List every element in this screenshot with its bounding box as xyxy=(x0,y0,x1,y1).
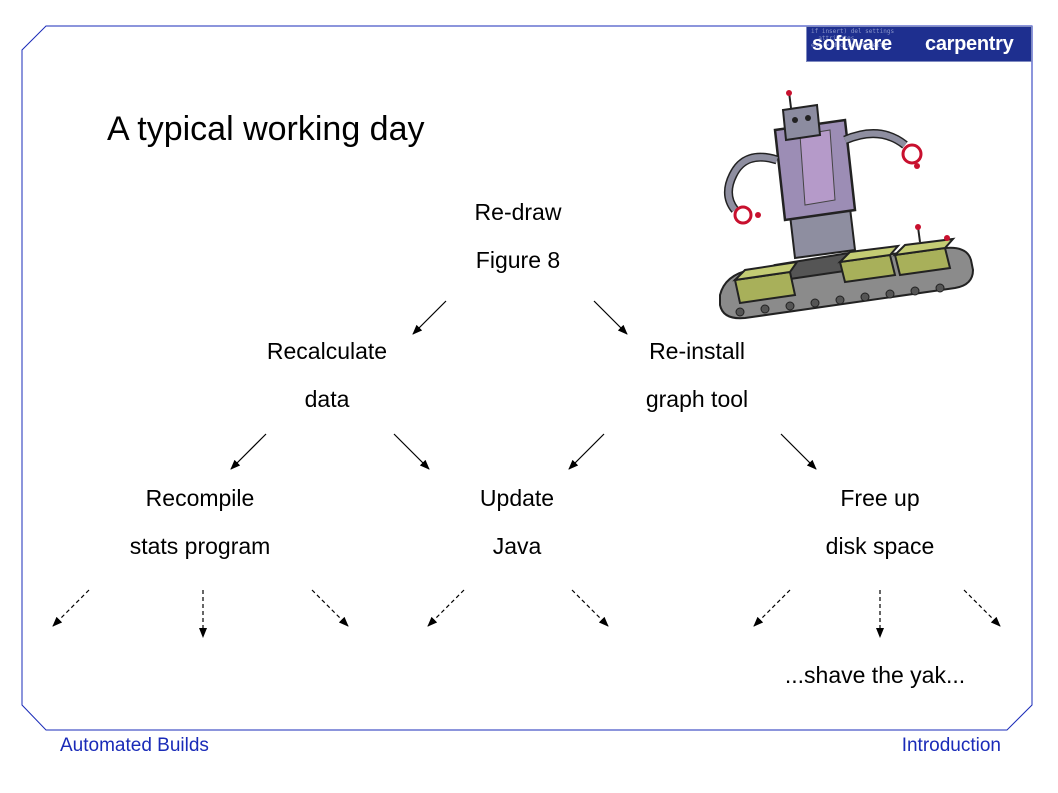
node-update-java: Update Java xyxy=(480,474,554,570)
logo-background-code: if insert) del settings attributes ext =… xyxy=(811,28,895,49)
arrow-dashed xyxy=(311,589,349,627)
software-carpentry-logo: if insert) del settings attributes ext =… xyxy=(806,26,1032,62)
node-line: graph tool xyxy=(645,386,749,412)
node-line: Recompile xyxy=(145,485,255,511)
node-line: Update xyxy=(479,485,555,511)
node-free-disk-space: Free up disk space xyxy=(826,474,935,570)
node-line: Free up xyxy=(840,485,920,511)
node-line: stats program xyxy=(129,533,271,559)
arrow-solid xyxy=(412,300,447,335)
arrow-solid xyxy=(393,433,430,470)
node-recalculate-data: Recalculate data xyxy=(267,327,387,423)
node-reinstall-graph-tool: Re-install graph tool xyxy=(646,327,748,423)
node-line: Recalculate xyxy=(266,338,388,364)
arrow-dashed xyxy=(52,589,90,627)
arrow-solid xyxy=(568,433,605,470)
slide-title: A typical working day xyxy=(107,110,425,148)
robot-icon xyxy=(719,90,975,320)
node-line: disk space xyxy=(825,533,935,559)
shave-the-yak-note: ...shave the yak... xyxy=(784,662,966,688)
footer-course-name: Automated Builds xyxy=(60,735,209,756)
node-line: Re-install xyxy=(649,338,745,364)
arrow-solid xyxy=(593,300,628,335)
node-recompile-stats: Recompile stats program xyxy=(130,474,271,570)
logo-word-software: software xyxy=(812,33,892,55)
arrow-solid xyxy=(230,433,267,470)
arrow-dashed xyxy=(963,589,1001,627)
footer-section-name: Introduction xyxy=(901,735,1001,756)
node-line: data xyxy=(304,386,350,412)
arrow-solid xyxy=(780,433,817,470)
node-line: Java xyxy=(492,533,542,559)
node-line: Re-draw xyxy=(474,199,562,225)
arrow-dashed xyxy=(753,589,791,627)
logo-word-carpentry: carpentry xyxy=(925,33,1014,55)
node-line: Figure 8 xyxy=(475,247,561,273)
node-redraw-figure: Re-draw Figure 8 xyxy=(475,188,562,284)
arrow-dashed xyxy=(571,589,609,627)
arrow-dashed xyxy=(427,589,465,627)
